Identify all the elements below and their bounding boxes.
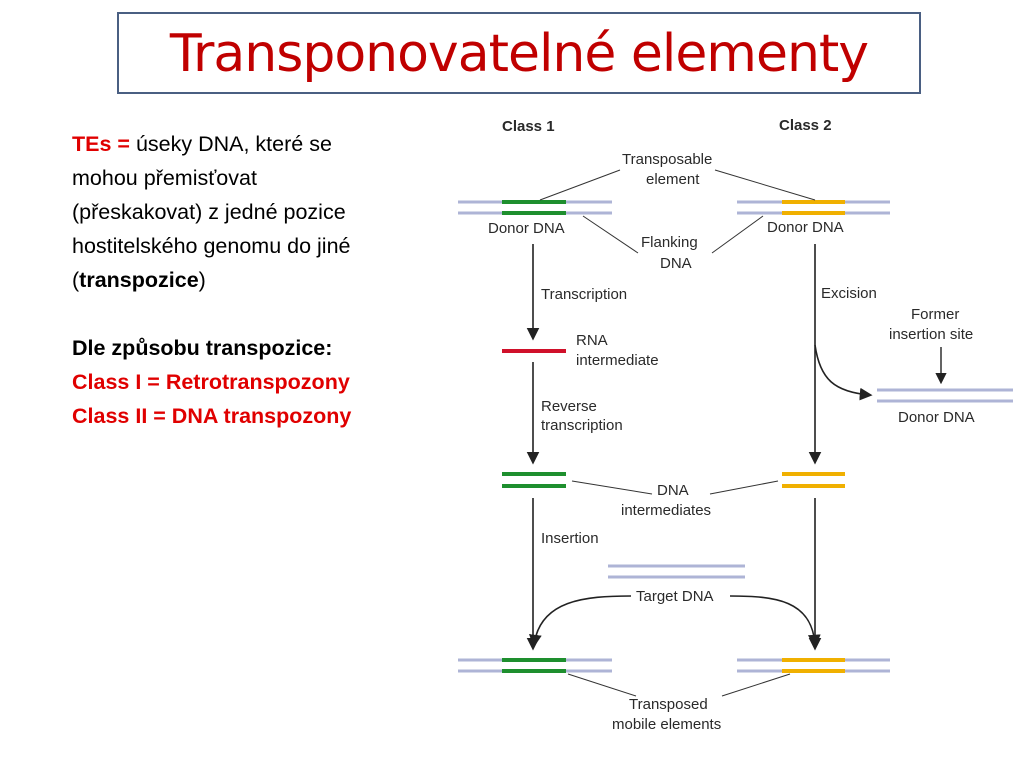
former-label-1: Former (911, 306, 959, 323)
former-donor-dna (877, 388, 1013, 403)
pointer-line (714, 169, 816, 201)
target-curve-left (529, 595, 632, 648)
rna-label-1: RNA (576, 332, 608, 349)
class1-line: Class I = Retrotranspozony (72, 370, 350, 394)
class2-donor-dna (737, 200, 890, 215)
dna-intermediates-label-2: intermediates (621, 502, 711, 519)
tes-label: TEs = (72, 132, 130, 156)
insertion-label: Insertion (541, 530, 599, 547)
method-heading: Dle způsobu transpozice: (72, 336, 333, 360)
dna-intermediates-label-1: DNA (657, 482, 689, 499)
class2-dna-intermediate (782, 472, 845, 488)
excision-label: Excision (821, 285, 877, 302)
reverse-label-1: Reverse (541, 398, 597, 415)
transposition-word: transpozice (79, 268, 199, 292)
transposed-label-1: Transposed (629, 696, 708, 713)
pointer-line (711, 215, 764, 254)
class1-header: Class 1 (502, 118, 555, 135)
class1-transposed-dna (458, 658, 612, 673)
class2-transposed-dna (737, 658, 890, 673)
definition-part-1: úseky DNA, které se (129, 132, 332, 156)
class1-donor-dna (458, 200, 612, 215)
flanking-label-1: Flanking (641, 234, 698, 251)
definition-line-2: mohou přemisťovat (72, 166, 257, 190)
class2-header: Class 2 (779, 117, 832, 134)
transcription-label: Transcription (541, 286, 627, 303)
class1-dna-intermediate (502, 472, 566, 488)
definition-line-3: (přeskakovat) z jedné pozice (72, 200, 346, 224)
transposable-label-1: Transposable (622, 151, 712, 168)
pointer-line (709, 480, 779, 495)
reverse-label-2: transcription (541, 417, 623, 434)
pointer-line (567, 673, 637, 697)
donor-dna-label-3: Donor DNA (898, 409, 975, 426)
transposed-label-2: mobile elements (612, 716, 721, 733)
target-dna (608, 564, 745, 579)
close-paren: ) (198, 268, 206, 292)
pointer-line (582, 215, 639, 254)
definition-line-5: (transpozice) (72, 263, 452, 297)
target-curve-right (729, 595, 821, 648)
pointer-line (539, 169, 621, 201)
excision-curve-arrow (814, 344, 873, 401)
title-box: Transponovatelné elementy (117, 12, 921, 94)
donor-dna-label-1: Donor DNA (488, 220, 565, 237)
transposable-label-2: element (646, 171, 700, 188)
pointer-line (721, 673, 791, 697)
former-label-2: insertion site (889, 326, 973, 343)
rna-label-2: intermediate (576, 352, 659, 369)
flanking-label-2: DNA (660, 255, 692, 272)
class2-line: Class II = DNA transpozony (72, 404, 352, 428)
page-title: Transponovatelné elementy (169, 24, 869, 84)
definition-text: TEs = úseky DNA, které se mohou přemisťo… (72, 127, 452, 433)
target-dna-label: Target DNA (636, 588, 714, 605)
donor-dna-label-2: Donor DNA (767, 219, 844, 236)
pointer-line (571, 480, 653, 495)
definition-line-1: TEs = úseky DNA, které se (72, 127, 452, 161)
definition-line-4: hostitelského genomu do jiné (72, 234, 351, 258)
open-paren: ( (72, 268, 80, 292)
